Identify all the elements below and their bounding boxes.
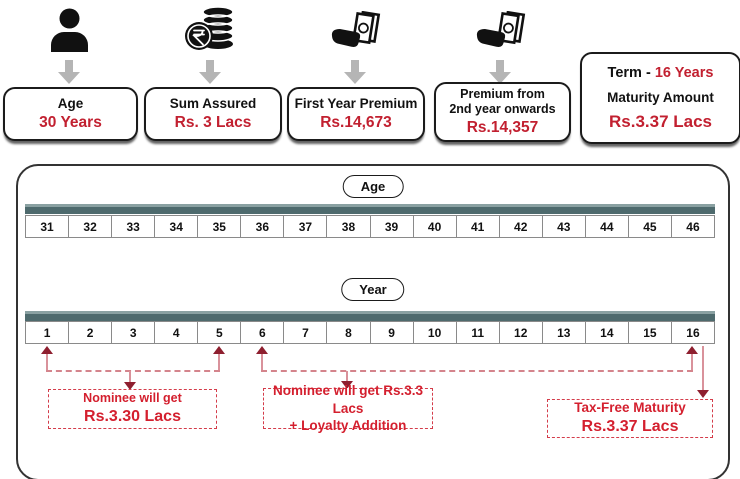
age-cell: 36 xyxy=(240,216,283,237)
down-block-arrow-icon xyxy=(344,60,366,84)
renewal-premium-box: Premium from 2nd year onwards Rs.14,357 xyxy=(434,82,571,142)
year-cell: 14 xyxy=(584,322,628,343)
age-cell: 43 xyxy=(541,216,585,237)
rupee-coins-icon xyxy=(185,6,234,50)
term-maturity-box: Term - 16 Years Maturity Amount Rs.3.37 … xyxy=(580,52,740,144)
year-cell: 3 xyxy=(111,322,154,343)
person-icon xyxy=(51,8,88,52)
maturity-amount-label: Maturity Amount xyxy=(607,90,714,105)
term-value: 16 Years xyxy=(654,64,714,81)
age-cell: 34 xyxy=(154,216,197,237)
year-cell: 7 xyxy=(283,322,326,343)
age-cell: 31 xyxy=(40,219,54,234)
age-cell: 38 xyxy=(326,216,369,237)
year-cell: 9 xyxy=(369,322,413,343)
year-cell: 4 xyxy=(154,322,197,343)
first-year-premium-value: Rs.14,673 xyxy=(320,113,392,131)
term-label: Term - xyxy=(607,64,651,81)
timeline-panel: Age 31 32 33 34 35 36 37 38 39 40 41 42 … xyxy=(16,164,730,479)
first-year-premium-box: First Year Premium Rs.14,673 xyxy=(287,87,425,141)
up-arrow-year5-icon xyxy=(213,346,225,354)
year-cell: 16 xyxy=(670,322,714,343)
age-cell: 39 xyxy=(369,216,413,237)
year-cell: 2 xyxy=(68,322,111,343)
connector-dashed-line xyxy=(261,370,693,372)
tax-free-maturity-line1: Tax-Free Maturity xyxy=(574,400,686,416)
year-row-bar xyxy=(25,311,715,321)
year-cell: 15 xyxy=(627,322,671,343)
year-row-cells: 1 2 3 4 5 6 7 8 9 10 11 12 13 14 15 16 xyxy=(25,321,715,344)
age-row-bar xyxy=(25,204,715,214)
tax-free-maturity-note: Tax-Free Maturity Rs.3.37 Lacs xyxy=(547,399,713,438)
down-block-arrow-icon xyxy=(58,60,80,84)
age-cell: 44 xyxy=(584,216,628,237)
age-label: Age xyxy=(57,95,84,111)
age-cell: 35 xyxy=(197,216,240,237)
year-cell: 11 xyxy=(455,322,499,343)
nominee-benefit-line1: Nominee will get xyxy=(83,391,182,406)
down-block-arrow-icon xyxy=(489,60,511,84)
sum-assured-box: Sum Assured Rs. 3 Lacs xyxy=(144,87,282,141)
renewal-premium-value: Rs.14,357 xyxy=(466,118,539,136)
down-arrow-icon xyxy=(341,381,353,389)
cash-in-hand-icon xyxy=(476,11,526,48)
renewal-premium-label-line2: 2nd year onwards xyxy=(449,102,556,117)
up-arrow-year1-icon xyxy=(41,346,53,354)
sum-assured-label: Sum Assured xyxy=(169,95,257,111)
connector-line xyxy=(218,354,220,371)
nominee-loyalty-line2: + Loyalty Addition xyxy=(289,418,407,434)
renewal-premium-label-line1: Premium from xyxy=(460,86,545,101)
down-arrow-icon xyxy=(124,382,136,390)
term-line: Term - 16 Years xyxy=(608,64,714,82)
maturity-amount-value: Rs.3.37 Lacs xyxy=(608,111,712,131)
age-row-cells: 31 32 33 34 35 36 37 38 39 40 41 42 43 4… xyxy=(25,215,715,238)
nominee-benefit-note: Nominee will get Rs.3.30 Lacs xyxy=(48,389,217,429)
age-cell: 42 xyxy=(498,216,542,237)
up-arrow-year6-icon xyxy=(256,346,268,354)
connector-line xyxy=(261,354,263,371)
year-cell: 6 xyxy=(240,322,283,343)
nominee-loyalty-line1: Nominee will get Rs.3.3 Lacs xyxy=(272,383,424,416)
connector-dashed-line xyxy=(46,370,220,372)
connector-line xyxy=(46,354,48,371)
sum-assured-value: Rs. 3 Lacs xyxy=(174,113,252,131)
age-cell: 46 xyxy=(670,216,714,237)
age-value: 30 Years xyxy=(39,113,102,131)
age-cell: 45 xyxy=(627,216,671,237)
cash-in-hand-icon xyxy=(331,11,381,48)
age-cell: 41 xyxy=(455,216,499,237)
year-cell: 1 xyxy=(43,325,51,340)
nominee-benefit-line2: Rs.3.30 Lacs xyxy=(84,407,181,425)
age-row-pill: Age xyxy=(342,175,404,198)
connector-line xyxy=(702,346,704,391)
year-cell: 10 xyxy=(412,322,456,343)
age-cell: 32 xyxy=(68,216,111,237)
first-year-premium-label: First Year Premium xyxy=(294,95,418,111)
down-block-arrow-icon xyxy=(199,60,221,84)
connector-line xyxy=(691,354,693,371)
up-arrow-year16-icon xyxy=(686,346,698,354)
age-cell: 37 xyxy=(283,216,326,237)
connector-line xyxy=(129,371,131,383)
age-summary-box: Age 30 Years xyxy=(3,87,138,141)
year-cell: 8 xyxy=(326,322,369,343)
year-row-pill: Year xyxy=(341,278,405,301)
year-cell: 12 xyxy=(498,322,542,343)
down-arrow-icon xyxy=(697,390,709,398)
age-cell: 33 xyxy=(111,216,154,237)
year-cell: 13 xyxy=(541,322,585,343)
year-cell: 5 xyxy=(197,322,240,343)
age-cell: 40 xyxy=(412,216,456,237)
nominee-loyalty-note: Nominee will get Rs.3.3 Lacs + Loyalty A… xyxy=(263,383,433,433)
tax-free-maturity-line2: Rs.3.37 Lacs xyxy=(581,417,679,435)
connector-line xyxy=(346,371,348,383)
